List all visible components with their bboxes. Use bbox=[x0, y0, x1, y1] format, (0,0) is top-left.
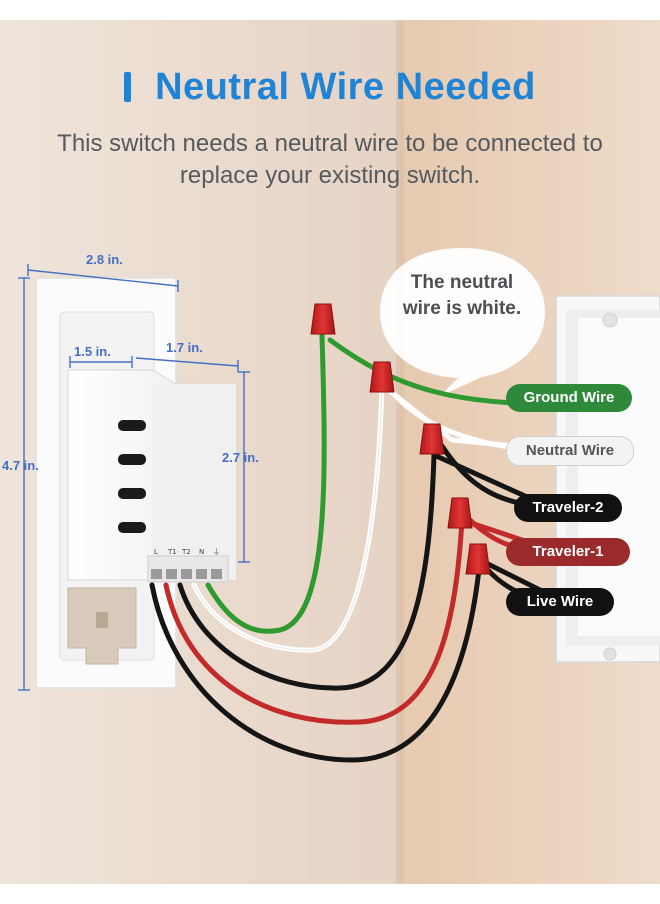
body-side bbox=[152, 384, 236, 580]
tag-traveler-2: Traveler-2 bbox=[514, 494, 622, 522]
dimension-lines bbox=[18, 264, 250, 691]
subtitle: This switch needs a neutral wire to be c… bbox=[57, 130, 603, 189]
title-bar-icon bbox=[124, 72, 132, 102]
wire-nut-traveler1 bbox=[447, 497, 473, 529]
dim-body-height: 2.7 in. bbox=[222, 450, 259, 465]
tag-traveler-1: Traveler-1 bbox=[506, 538, 630, 566]
bubble-text: The neutral wire is white. bbox=[402, 272, 522, 319]
wire-nut-live bbox=[465, 543, 491, 575]
terminal-label-l: L bbox=[154, 548, 158, 556]
wire-neutral-outline bbox=[193, 384, 383, 651]
vent-2 bbox=[118, 454, 146, 465]
tag-ground-wire: Ground Wire bbox=[506, 384, 632, 412]
terminal-ports bbox=[151, 569, 222, 579]
tag-neutral-wire: Neutral Wire bbox=[506, 436, 634, 466]
wall-corner-shade bbox=[396, 20, 404, 884]
wire-traveler1 bbox=[163, 516, 555, 725]
bottom-white-band bbox=[0, 884, 660, 904]
wires bbox=[149, 332, 563, 763]
junction-box bbox=[555, 295, 660, 663]
title-text: Neutral Wire Needed bbox=[155, 66, 536, 108]
vent-1 bbox=[118, 420, 146, 431]
wire-traveler2 bbox=[177, 451, 559, 691]
tag-live-wire: Live Wire bbox=[506, 588, 614, 616]
vent-4 bbox=[118, 522, 146, 533]
wire-nut-neutral bbox=[369, 361, 395, 393]
wire-ground bbox=[205, 332, 327, 634]
terminal-label-ground: ⏚ bbox=[213, 548, 220, 556]
bracket-slot bbox=[96, 612, 108, 628]
wire-nuts bbox=[310, 303, 491, 575]
speech-bubble bbox=[380, 248, 545, 396]
page-title: Neutral Wire Needed bbox=[0, 66, 660, 109]
terminal-label-n: N bbox=[199, 548, 205, 556]
wire-nut-traveler2 bbox=[419, 423, 445, 455]
dim-body-left-width: 1.5 in. bbox=[74, 344, 111, 359]
wire-nut-ground bbox=[310, 303, 336, 335]
vent-3 bbox=[118, 488, 146, 499]
terminal-label-t1: T1 bbox=[168, 548, 177, 556]
wire-live bbox=[149, 556, 563, 763]
terminal-label-t2: T2 bbox=[182, 548, 191, 556]
dim-plate-height: 4.7 in. bbox=[2, 458, 39, 473]
dim-body-right-width: 1.7 in. bbox=[166, 340, 203, 355]
dim-plate-width: 2.8 in. bbox=[86, 252, 123, 267]
